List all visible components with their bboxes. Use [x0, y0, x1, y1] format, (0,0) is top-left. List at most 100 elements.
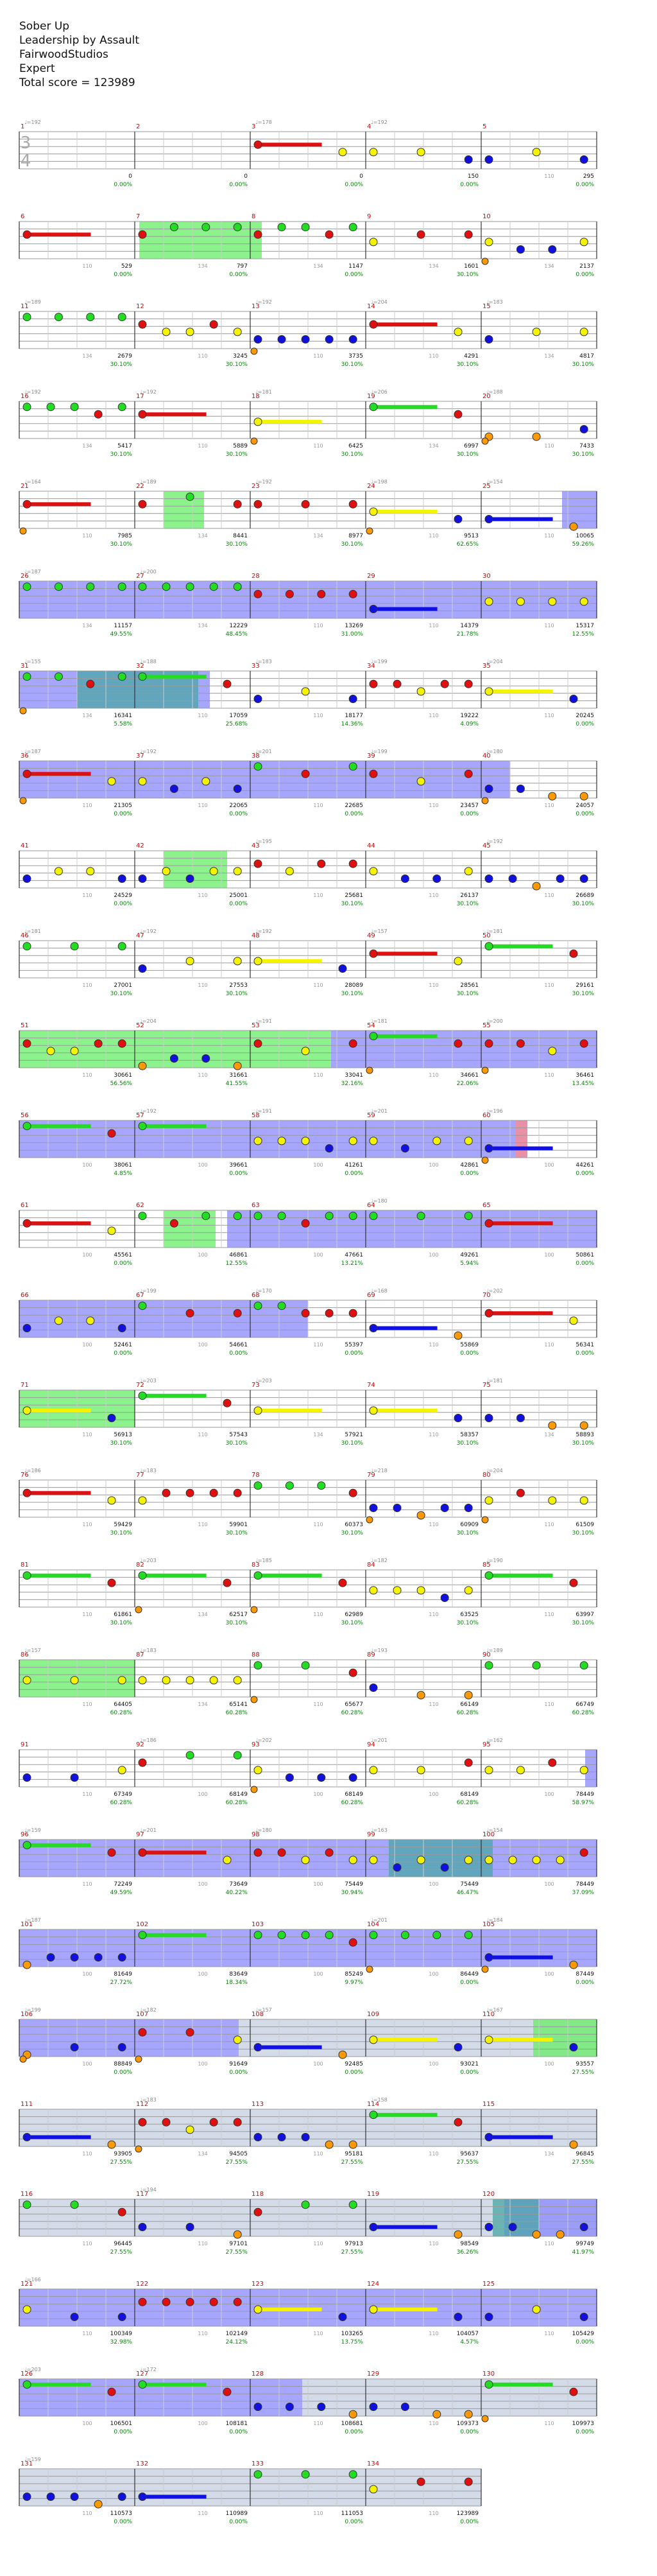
note-gem	[579, 327, 588, 336]
note-gem	[400, 875, 409, 883]
note-gem	[454, 410, 463, 419]
measure-number: 74	[367, 1382, 375, 1389]
note-gem	[369, 238, 378, 247]
measure-score: 22685	[345, 803, 363, 809]
tempo-marker: ♩=187	[24, 749, 41, 754]
note-gem	[569, 1316, 578, 1325]
tempo-marker: ♩=198	[371, 479, 388, 485]
measure-number: 122	[136, 2281, 148, 2288]
measure-score: 41261	[345, 1162, 363, 1169]
note-gem	[107, 1226, 116, 1235]
measure-number: 98	[252, 1831, 260, 1838]
measure-number: 64	[367, 1202, 375, 1209]
tempo-marker: ♩=191	[255, 1108, 272, 1114]
multiplier-label: 110	[313, 803, 323, 808]
measure-score: 95637	[460, 2151, 479, 2157]
note-gem	[233, 867, 242, 876]
multiplier-label: 100	[198, 2421, 207, 2426]
measure-number: 93	[252, 1741, 260, 1748]
measure-number: 109	[367, 2011, 379, 2018]
note-gem	[548, 1047, 557, 1056]
note-gem	[454, 2043, 463, 2051]
tempo-marker: ♩=199	[371, 749, 388, 754]
note-gem	[400, 1931, 409, 1940]
note-gem	[464, 1931, 473, 1940]
note-gem	[117, 313, 126, 322]
overdrive-percent: 4.85%	[114, 1171, 132, 1177]
overdrive-percent: 36.26%	[457, 2249, 479, 2256]
measure-number: 77	[136, 1472, 144, 1479]
measure-number: 89	[367, 1651, 375, 1658]
multiplier-label: 110	[82, 1072, 92, 1078]
measure-score: 33041	[345, 1072, 363, 1079]
note-gem	[253, 1039, 262, 1048]
note-gem	[532, 2305, 541, 2314]
measure-number: 57	[136, 1112, 144, 1119]
tempo-marker: ♩=163	[371, 1827, 388, 1833]
measure-score: 8441	[233, 533, 248, 539]
note-gem	[548, 245, 557, 254]
note-gem	[169, 785, 178, 793]
multiplier-label: 110	[544, 1701, 554, 1707]
note-gem	[86, 582, 95, 591]
multiplier-label: 110	[544, 1342, 554, 1348]
multiplier-label: 110	[429, 353, 438, 359]
measure-score: 28561	[460, 982, 479, 989]
overdrive-percent: 30.10%	[457, 901, 479, 907]
note-gem	[481, 437, 489, 445]
overdrive-zone	[139, 222, 262, 259]
multiplier-label: 110	[429, 1612, 438, 1617]
note-gem	[22, 1571, 31, 1580]
measure-score: 86449	[460, 1971, 479, 1978]
tempo-marker: ♩=189	[24, 299, 41, 305]
measure-number: 13	[252, 303, 260, 310]
multiplier-label: 110	[198, 713, 207, 718]
note-gem	[369, 1931, 378, 1940]
measure-number: 108	[252, 2011, 264, 2018]
overdrive-percent: 30.10%	[341, 1440, 364, 1447]
overdrive-percent: 30.10%	[341, 1530, 364, 1536]
multiplier-label: 134	[544, 353, 554, 359]
note-gem	[138, 2028, 147, 2037]
measure-score: 58357	[460, 1432, 479, 1438]
note-gem	[484, 875, 493, 883]
note-gem	[325, 1144, 334, 1153]
measure-score: 81649	[114, 1971, 132, 1978]
note-gem	[569, 2387, 578, 2396]
overdrive-zone	[389, 1840, 493, 1877]
measure-number: 133	[252, 2460, 264, 2467]
measure-score: 17059	[229, 713, 248, 719]
overdrive-percent: 32.16%	[341, 1081, 364, 1087]
note-gem	[317, 589, 326, 598]
multiplier-label: 110	[198, 2511, 207, 2516]
measure-score: 83649	[229, 1971, 248, 1978]
overdrive-percent: 41.97%	[572, 2249, 595, 2256]
multiplier-label: 110	[82, 803, 92, 808]
multiplier-label: 110	[429, 2421, 438, 2426]
note-gem	[464, 1504, 473, 1512]
note-gem	[46, 403, 55, 412]
note-gem	[250, 437, 258, 445]
note-gem	[369, 2403, 378, 2411]
note-gem	[369, 1766, 378, 1775]
note-gem	[22, 403, 31, 412]
note-gem	[138, 2118, 147, 2127]
overdrive-percent: 30.10%	[457, 272, 479, 278]
overdrive-percent: 21.78%	[457, 631, 479, 638]
overdrive-percent: 30.10%	[457, 1440, 479, 1447]
note-gem	[253, 2043, 262, 2051]
measure-score: 29161	[576, 982, 594, 989]
measure-score: 19222	[460, 713, 479, 719]
multiplier-label: 110	[313, 353, 323, 359]
overdrive-percent: 62.65%	[457, 541, 479, 548]
tempo-marker: ♩=183	[140, 1468, 157, 1474]
measure-score: 26137	[460, 892, 479, 899]
note-gem	[70, 1953, 79, 1962]
measure-number: 117	[136, 2191, 148, 2198]
measure-score: 68149	[229, 1791, 248, 1798]
note-gem	[253, 417, 262, 426]
measure-number: 131	[21, 2460, 33, 2467]
overdrive-percent: 30.10%	[110, 451, 133, 458]
difficulty-label: Expert	[19, 62, 55, 75]
measure-score: 12229	[229, 623, 248, 629]
